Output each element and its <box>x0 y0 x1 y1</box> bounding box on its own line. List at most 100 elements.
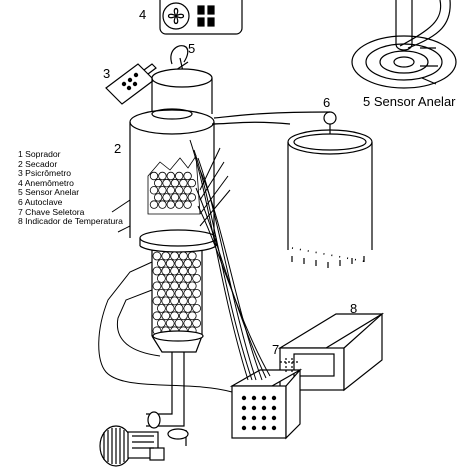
particle <box>149 200 159 209</box>
label-6: 6 <box>323 95 331 110</box>
particle <box>178 311 188 321</box>
particle <box>149 186 159 195</box>
particle <box>178 266 188 276</box>
particle <box>192 303 202 313</box>
label-2: 2 <box>114 141 122 156</box>
particle <box>174 186 184 195</box>
left-leads <box>98 199 233 393</box>
particle <box>166 200 175 209</box>
flange <box>139 229 217 253</box>
particle <box>156 259 166 268</box>
label-4: 4 <box>139 7 147 22</box>
legend-item: 4 Anemômetro <box>18 177 74 188</box>
particle <box>170 193 180 202</box>
legend-item: 7 Chave Seletora <box>18 206 85 217</box>
particle <box>183 259 193 268</box>
sensor-wires <box>189 139 271 381</box>
particle <box>166 186 175 195</box>
particle <box>174 273 184 283</box>
particle <box>152 311 162 321</box>
legend-item: 8 Indicador de Temperatura <box>18 216 123 227</box>
particle <box>156 288 166 298</box>
particle <box>153 193 163 202</box>
particle <box>165 288 175 298</box>
anemometer <box>159 0 243 35</box>
particle <box>183 303 193 313</box>
particle <box>192 288 202 298</box>
dryer-body <box>129 108 215 238</box>
dryer-top-cylinder <box>151 68 213 114</box>
particle <box>152 296 162 306</box>
particle <box>178 251 188 261</box>
particle <box>156 303 166 313</box>
particle <box>161 311 171 321</box>
selector-switch <box>229 358 303 440</box>
particle <box>183 288 193 298</box>
particle <box>161 266 171 276</box>
particle <box>152 251 162 261</box>
particle <box>158 200 167 209</box>
particle <box>170 311 180 321</box>
particle <box>152 281 162 291</box>
label-7: 7 <box>272 342 280 357</box>
legend: 1 Soprador 2 Secador 3 Psicrômetro 4 Ane… <box>18 149 123 227</box>
ring-sensor <box>351 0 457 89</box>
particle <box>179 178 188 188</box>
particle <box>165 273 175 283</box>
particle <box>158 186 167 195</box>
particle <box>183 186 192 195</box>
particle <box>170 251 180 261</box>
label-3: 3 <box>103 66 111 81</box>
particle <box>170 296 180 306</box>
particle <box>174 318 184 328</box>
particle <box>166 171 175 181</box>
particle <box>174 303 184 313</box>
particle <box>174 288 184 298</box>
particle <box>183 273 193 283</box>
particle <box>187 296 197 306</box>
legend-item: 3 Psicrômetro <box>18 168 72 179</box>
legend-item: 2 Secador <box>18 158 58 169</box>
ring-sensor-title: 5 Sensor Anelar <box>363 94 456 109</box>
particle <box>162 178 171 188</box>
psychrometer <box>105 63 157 105</box>
particle <box>161 296 171 306</box>
particle <box>161 281 171 291</box>
particle <box>183 200 192 209</box>
particle <box>156 318 166 328</box>
particle <box>192 273 202 283</box>
label-8: 8 <box>350 301 358 316</box>
blower <box>99 425 165 467</box>
particle <box>174 200 184 209</box>
particle <box>179 193 188 202</box>
particle <box>153 178 163 188</box>
legend-item: 6 Autoclave <box>18 196 63 207</box>
particle <box>178 296 188 306</box>
particle <box>178 281 188 291</box>
particle <box>158 171 167 181</box>
particle <box>187 266 197 276</box>
particle <box>156 273 166 283</box>
label-5: 5 <box>188 41 196 56</box>
particle <box>165 318 175 328</box>
autoclave <box>287 111 373 268</box>
particle <box>170 266 180 276</box>
particle <box>192 318 202 328</box>
particle <box>174 259 184 268</box>
particle <box>152 266 162 276</box>
particle <box>161 251 171 261</box>
particle <box>192 259 202 268</box>
particle <box>149 171 159 181</box>
particle <box>162 193 171 202</box>
particle <box>165 303 175 313</box>
particle <box>165 259 175 268</box>
legend-item: 5 Sensor Anelar <box>18 187 80 198</box>
particle <box>187 311 197 321</box>
particle <box>187 193 196 202</box>
particle-bed-upper <box>147 154 201 215</box>
particle <box>170 178 180 188</box>
legend-item: 1 Soprador <box>18 149 61 159</box>
particle-column-lower <box>151 250 203 336</box>
air-duct <box>146 396 189 446</box>
